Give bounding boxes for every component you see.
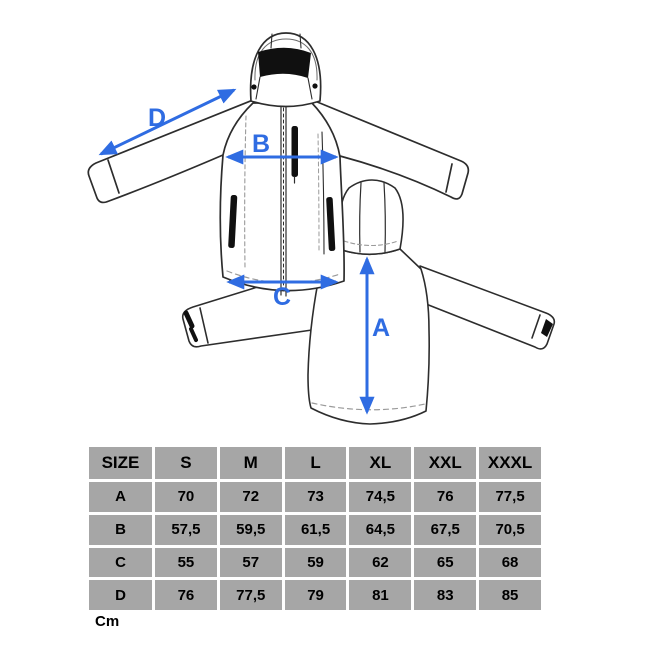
table-cell: 77,5 bbox=[219, 580, 282, 610]
chest-pocket-zip bbox=[291, 126, 298, 177]
front-left-cuff-line bbox=[107, 159, 120, 194]
table-row-label: A bbox=[89, 482, 152, 512]
table-header-cell: L bbox=[284, 447, 347, 479]
right-pocket-zip bbox=[326, 197, 336, 252]
front-right-cuff-line bbox=[445, 163, 453, 193]
table-header-cell: M bbox=[219, 447, 282, 479]
measure-arrow-d bbox=[98, 88, 237, 156]
unit-label: Cm bbox=[95, 613, 120, 630]
table-cell: 85 bbox=[479, 580, 541, 610]
front-right-seam bbox=[321, 131, 325, 255]
table-cell: 57 bbox=[219, 547, 282, 578]
table-cell: 70 bbox=[155, 482, 217, 512]
back-left-cuff-mark bbox=[189, 327, 198, 342]
table-cell: 72 bbox=[219, 482, 282, 512]
measure-label-b: B bbox=[252, 130, 270, 158]
table-cell: 68 bbox=[479, 547, 541, 578]
front-hood-panel-line bbox=[299, 33, 302, 49]
table-cell: 76 bbox=[414, 482, 477, 512]
front-left-seam-stitch bbox=[244, 115, 247, 269]
table-cell: 55 bbox=[155, 547, 217, 578]
hood-toggle bbox=[251, 84, 257, 90]
table-cell: 59,5 bbox=[219, 514, 282, 545]
table-header-cell: SIZE bbox=[89, 447, 152, 479]
front-right-sleeve bbox=[309, 98, 470, 200]
size-diagram: D B C A bbox=[87, 32, 556, 425]
table-header-cell: XXL bbox=[414, 447, 477, 479]
measure-label-a: A bbox=[372, 314, 390, 342]
hood-toggle bbox=[312, 83, 318, 89]
table-cell: 73 bbox=[284, 482, 347, 512]
table-cell: 65 bbox=[414, 547, 477, 578]
table-cell: 57,5 bbox=[155, 514, 217, 545]
table-row-label: B bbox=[89, 514, 152, 545]
table-header-cell: XXXL bbox=[479, 447, 541, 479]
table-cell: 59 bbox=[284, 547, 347, 578]
back-hood-seam-stitch bbox=[343, 240, 399, 247]
back-right-sleeve bbox=[419, 265, 556, 350]
table-cell: 81 bbox=[349, 580, 412, 610]
table-cell: 61,5 bbox=[284, 514, 347, 545]
table-cell: 77,5 bbox=[479, 482, 541, 512]
front-right-seam-stitch bbox=[317, 133, 320, 253]
left-pocket-zip bbox=[228, 194, 238, 248]
front-body bbox=[219, 101, 346, 292]
front-hood-opening bbox=[258, 47, 311, 78]
table-cell: 67,5 bbox=[414, 514, 477, 545]
back-hood bbox=[338, 179, 404, 256]
table-cell: 76 bbox=[155, 580, 217, 610]
back-right-cuff-line bbox=[531, 314, 541, 339]
front-collar-line bbox=[307, 77, 313, 100]
table-cell: 79 bbox=[284, 580, 347, 610]
measurement-arrows: D B C A bbox=[98, 88, 390, 415]
front-view-jacket-drawing bbox=[87, 32, 470, 297]
front-collar-line bbox=[255, 76, 261, 100]
front-hood-inner-line bbox=[254, 38, 318, 81]
back-right-cuff-mark bbox=[541, 319, 553, 337]
table-cell: 74,5 bbox=[349, 482, 412, 512]
table-row-label: D bbox=[89, 580, 152, 610]
table-row-label: C bbox=[89, 547, 152, 578]
size-chart-table: SIZE S M L XL XXL XXXL A 70 72 73 74,5 7… bbox=[89, 447, 541, 610]
front-hood-panel-line bbox=[270, 33, 273, 49]
back-hood-panel-line bbox=[383, 182, 386, 253]
measure-label-d: D bbox=[148, 104, 166, 132]
back-left-cuff-mark bbox=[183, 310, 195, 329]
table-cell: 62 bbox=[349, 547, 412, 578]
table-cell: 70,5 bbox=[479, 514, 541, 545]
table-cell: 64,5 bbox=[349, 514, 412, 545]
table-header-cell: XL bbox=[349, 447, 412, 479]
table-cell: 83 bbox=[414, 580, 477, 610]
back-left-cuff-line bbox=[199, 307, 209, 344]
table-header-cell: S bbox=[155, 447, 217, 479]
measure-label-c: C bbox=[273, 283, 291, 311]
